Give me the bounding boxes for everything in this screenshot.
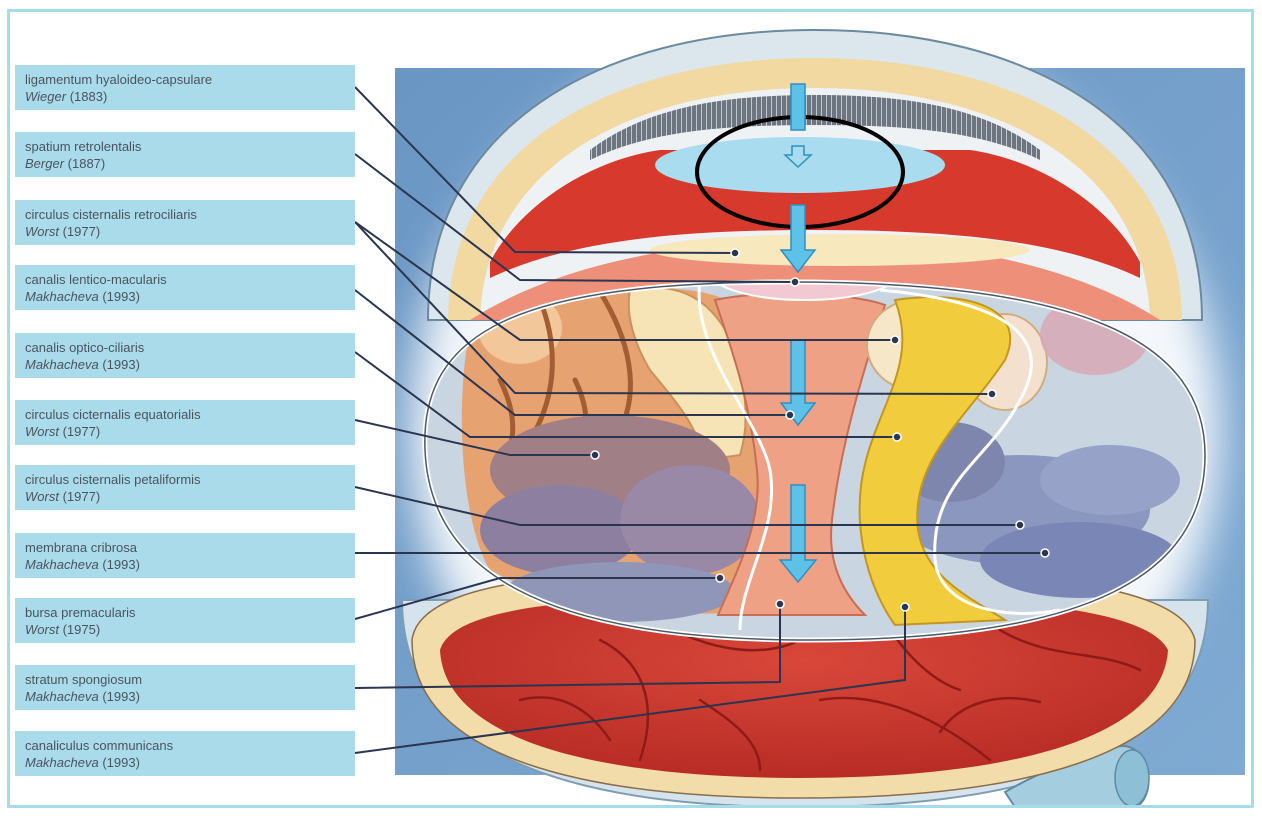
label-name: circulus cicternalis equatorialis [25,406,345,423]
label-name: spatium retrolentalis [25,138,345,155]
leader-dot [1041,549,1049,557]
label-box-8: membrana cribrosa Makhacheva (1993) [15,533,355,578]
label-reference: Berger (1887) [25,155,345,172]
label-name: canalis lentico-macularis [25,271,345,288]
label-year: (1993) [102,557,140,572]
label-year: (1977) [63,489,101,504]
leader-dot [776,600,784,608]
label-box-7: circulus cisternalis petaliformis Worst … [15,465,355,510]
label-reference: Makhacheva (1993) [25,556,345,573]
leader-dot [591,451,599,459]
leader-dot [891,336,899,344]
leader-dot [893,433,901,441]
label-year: (1993) [102,689,140,704]
label-year: (1975) [63,622,101,637]
leader-dot [786,411,794,419]
label-box-4: canalis lentico-macularis Makhacheva (19… [15,265,355,310]
leader-dot [1016,521,1024,529]
label-author: Makhacheva [25,357,99,372]
label-author: Makhacheva [25,289,99,304]
label-author: Makhacheva [25,755,99,770]
label-name: ligamentum hyaloideo-capsulare [25,71,345,88]
label-reference: Worst (1977) [25,423,345,440]
label-author: Worst [25,489,59,504]
arrow-down-icon [791,84,805,130]
vitreous-cloud [480,485,640,575]
label-year: (1993) [102,755,140,770]
label-name: membrana cribrosa [25,539,345,556]
label-author: Berger [25,156,64,171]
label-author: Worst [25,622,59,637]
label-name: bursa premacularis [25,604,345,621]
vitreous-cloud [620,465,760,575]
label-year: (1883) [70,89,108,104]
label-box-2: spatium retrolentalis Berger (1887) [15,132,355,177]
label-author: Worst [25,424,59,439]
label-author: Worst [25,224,59,239]
label-box-1: ligamentum hyaloideo-capsulare Wieger (1… [15,65,355,110]
label-reference: Worst (1975) [25,621,345,638]
label-year: (1993) [102,289,140,304]
label-author: Makhacheva [25,689,99,704]
label-year: (1977) [63,424,101,439]
label-box-6: circulus cicternalis equatorialis Worst … [15,400,355,445]
label-author: Wieger [25,89,66,104]
label-name: canalis optico-ciliaris [25,339,345,356]
label-box-5: canalis optico-ciliaris Makhacheva (1993… [15,333,355,378]
optic-nerve-end [1115,750,1149,806]
label-reference: Makhacheva (1993) [25,754,345,771]
label-reference: Wieger (1883) [25,88,345,105]
label-author: Makhacheva [25,557,99,572]
leader-dot [988,390,996,398]
label-name: stratum spongiosum [25,671,345,688]
label-year: (1993) [102,357,140,372]
leader-dot [791,278,799,286]
label-box-10: stratum spongiosum Makhacheva (1993) [15,665,355,710]
label-reference: Worst (1977) [25,223,345,240]
leader-dot [716,574,724,582]
label-name: circulus cisternalis petaliformis [25,471,345,488]
vitreous-cloud [1040,445,1180,515]
label-reference: Makhacheva (1993) [25,288,345,305]
zonule-fibers [650,234,1030,266]
label-year: (1887) [68,156,106,171]
label-box-3: circulus cisternalis retrociliaris Worst… [15,200,355,245]
label-reference: Worst (1977) [25,488,345,505]
label-reference: Makhacheva (1993) [25,356,345,373]
leader-dot [901,603,909,611]
label-year: (1977) [63,224,101,239]
label-name: circulus cisternalis retrociliaris [25,206,345,223]
leader-dot [731,249,739,257]
label-box-9: bursa premacularis Worst (1975) [15,598,355,643]
label-reference: Makhacheva (1993) [25,688,345,705]
label-name: canaliculus communicans [25,737,345,754]
label-box-11: canaliculus communicans Makhacheva (1993… [15,731,355,776]
